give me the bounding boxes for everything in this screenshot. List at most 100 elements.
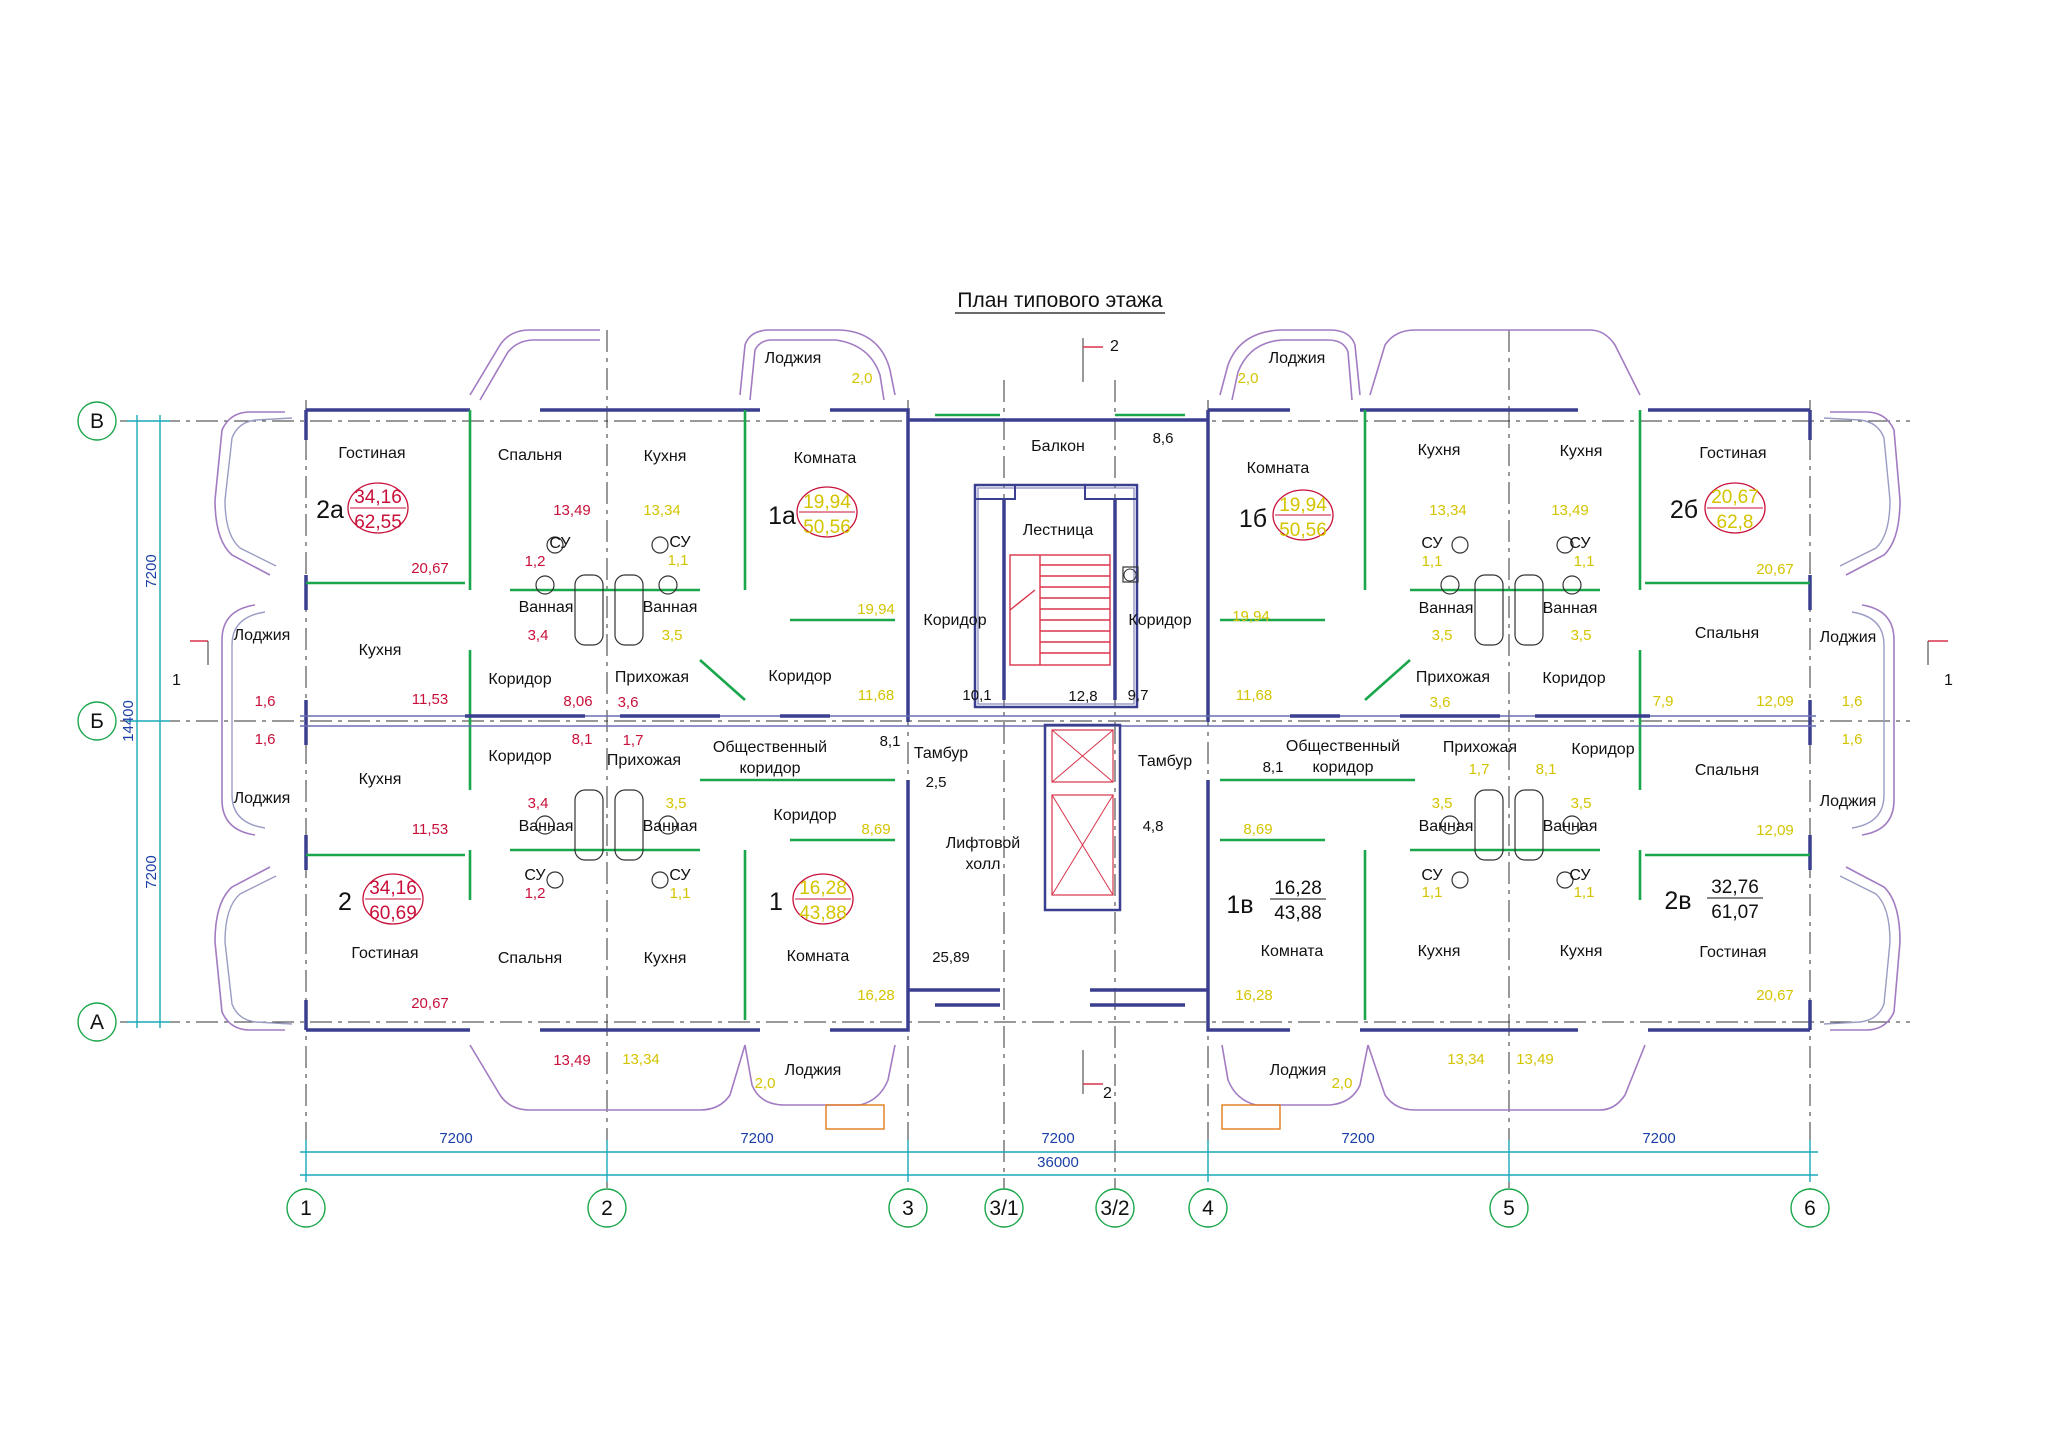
room-label: Спальня <box>498 447 562 464</box>
bathroom-fixtures <box>535 536 1582 889</box>
apartment-tags: 2а 34,16 62,55 1а 19,94 50,56 1б 19,94 5… <box>316 482 1766 925</box>
room-label: Кухня <box>1418 442 1461 459</box>
room-label: Ванная <box>643 599 698 616</box>
apt-living-area: 16,28 <box>1274 878 1322 899</box>
axis-label-4: 4 <box>1202 1197 1214 1220</box>
apt-living-area: 32,76 <box>1711 877 1759 898</box>
room-label: СУ <box>1421 867 1443 884</box>
room-label: Балкон <box>1031 438 1085 455</box>
room-label: Комната <box>1261 943 1324 960</box>
area-value: 16,28 <box>857 987 895 1004</box>
area-value: 8,1 <box>1536 761 1557 778</box>
room-label: Лоджия <box>234 790 291 807</box>
room-label: Ванная <box>643 818 698 835</box>
dim-vertical-total: 14400 <box>120 700 137 742</box>
dim-vertical-bottom: 7200 <box>143 855 160 888</box>
apt-living-area: 16,28 <box>799 878 847 899</box>
apt-number: 2а <box>316 496 344 524</box>
bay-windows-right <box>1823 411 1901 1031</box>
room-label: Лоджия <box>234 627 291 644</box>
area-value: 10,1 <box>962 687 991 704</box>
area-value: 2,0 <box>1332 1075 1353 1092</box>
area-value: 2,0 <box>852 370 873 387</box>
area-value: 8,1 <box>880 733 901 750</box>
room-label: Кухня <box>1560 943 1603 960</box>
room-label: коридор <box>1312 759 1373 776</box>
section-mark-bottom: 2 <box>1103 1085 1112 1102</box>
area-value: 1,6 <box>255 731 276 748</box>
apt-number: 2 <box>338 888 352 916</box>
room-label: Кухня <box>644 448 687 465</box>
dim-bay-3: 7200 <box>1041 1130 1074 1147</box>
apt-total-area: 50,56 <box>803 517 851 538</box>
area-value: 20,67 <box>411 995 449 1012</box>
area-value: 8,69 <box>1243 821 1272 838</box>
apt-total-area: 43,88 <box>1274 903 1322 924</box>
axis-bubbles-lettered: В Б А <box>77 401 117 1042</box>
dim-bay-2: 7200 <box>740 1130 773 1147</box>
apt-living-area: 34,16 <box>354 487 402 508</box>
area-value: 1,6 <box>1842 731 1863 748</box>
room-label: Кухня <box>1560 443 1603 460</box>
room-label: Лоджия <box>785 1062 842 1079</box>
room-label: Гостиная <box>351 945 418 962</box>
area-value: 16,28 <box>1235 987 1273 1004</box>
axis-label-6: 6 <box>1804 1197 1816 1220</box>
bay-windows-left <box>214 411 293 1031</box>
apt-number: 1 <box>769 888 783 916</box>
room-label: Комната <box>787 948 850 965</box>
horizontal-dimensions: 7200 7200 7200 7200 7200 36000 <box>300 1130 1818 1182</box>
area-value: 2,0 <box>1238 370 1259 387</box>
area-value: 13,49 <box>553 1052 591 1069</box>
area-value: 8,6 <box>1153 430 1174 447</box>
area-value: 2,5 <box>926 774 947 791</box>
apt-total-area: 61,07 <box>1711 902 1759 923</box>
plan-title: План типового этажа <box>957 289 1163 312</box>
area-value: 1,2 <box>525 885 546 902</box>
apt-total-area: 60,69 <box>369 903 417 924</box>
apt-number: 2в <box>1664 887 1691 915</box>
area-value: 11,68 <box>858 687 894 704</box>
area-value: 3,5 <box>1432 627 1453 644</box>
area-value: 1,7 <box>623 732 644 749</box>
area-value: 12,09 <box>1756 693 1794 710</box>
area-value: 12,09 <box>1756 822 1794 839</box>
room-label: Спальня <box>498 950 562 967</box>
area-value: 13,34 <box>643 502 681 519</box>
room-label: Лоджия <box>1269 350 1326 367</box>
room-label: Лифтовой <box>946 835 1020 852</box>
room-label: Гостиная <box>338 445 405 462</box>
room-label: Гостиная <box>1699 944 1766 961</box>
room-label: Коридор <box>923 612 986 629</box>
area-value: 1,1 <box>668 552 689 569</box>
loggias <box>469 329 1646 1111</box>
room-label: Тамбур <box>914 745 968 762</box>
section-mark-top: 2 <box>1110 338 1119 355</box>
vertical-dimensions: 7200 7200 14400 <box>120 415 170 1028</box>
apt-number: 1в <box>1226 891 1253 919</box>
room-label: Ванная <box>1543 818 1598 835</box>
apt-living-area: 19,94 <box>803 492 851 513</box>
axis-label-b: Б <box>90 710 104 733</box>
area-value: 3,5 <box>666 795 687 812</box>
axis-label-3-2: 3/2 <box>1100 1197 1129 1220</box>
dim-total: 36000 <box>1037 1154 1079 1171</box>
area-value: 20,67 <box>1756 987 1794 1004</box>
area-value: 1,6 <box>1842 693 1863 710</box>
room-label: Прихожая <box>1416 669 1490 686</box>
room-label: Кухня <box>359 642 402 659</box>
room-label: СУ <box>1421 535 1443 552</box>
area-value: 13,34 <box>1447 1051 1485 1068</box>
room-label: Коридор <box>1571 741 1634 758</box>
axis-label-1: 1 <box>300 1197 312 1220</box>
area-value: 1,1 <box>670 885 691 902</box>
room-label: Кухня <box>1418 943 1461 960</box>
room-label: Общественный <box>1286 738 1400 755</box>
room-label: Тамбур <box>1138 753 1192 770</box>
area-value: 8,1 <box>1263 759 1284 776</box>
area-value: 3,5 <box>1571 795 1592 812</box>
area-value: 1,1 <box>1574 553 1595 570</box>
dim-vertical-top: 7200 <box>143 554 160 587</box>
axis-label-3: 3 <box>902 1197 914 1220</box>
area-value: 1,1 <box>1422 884 1443 901</box>
